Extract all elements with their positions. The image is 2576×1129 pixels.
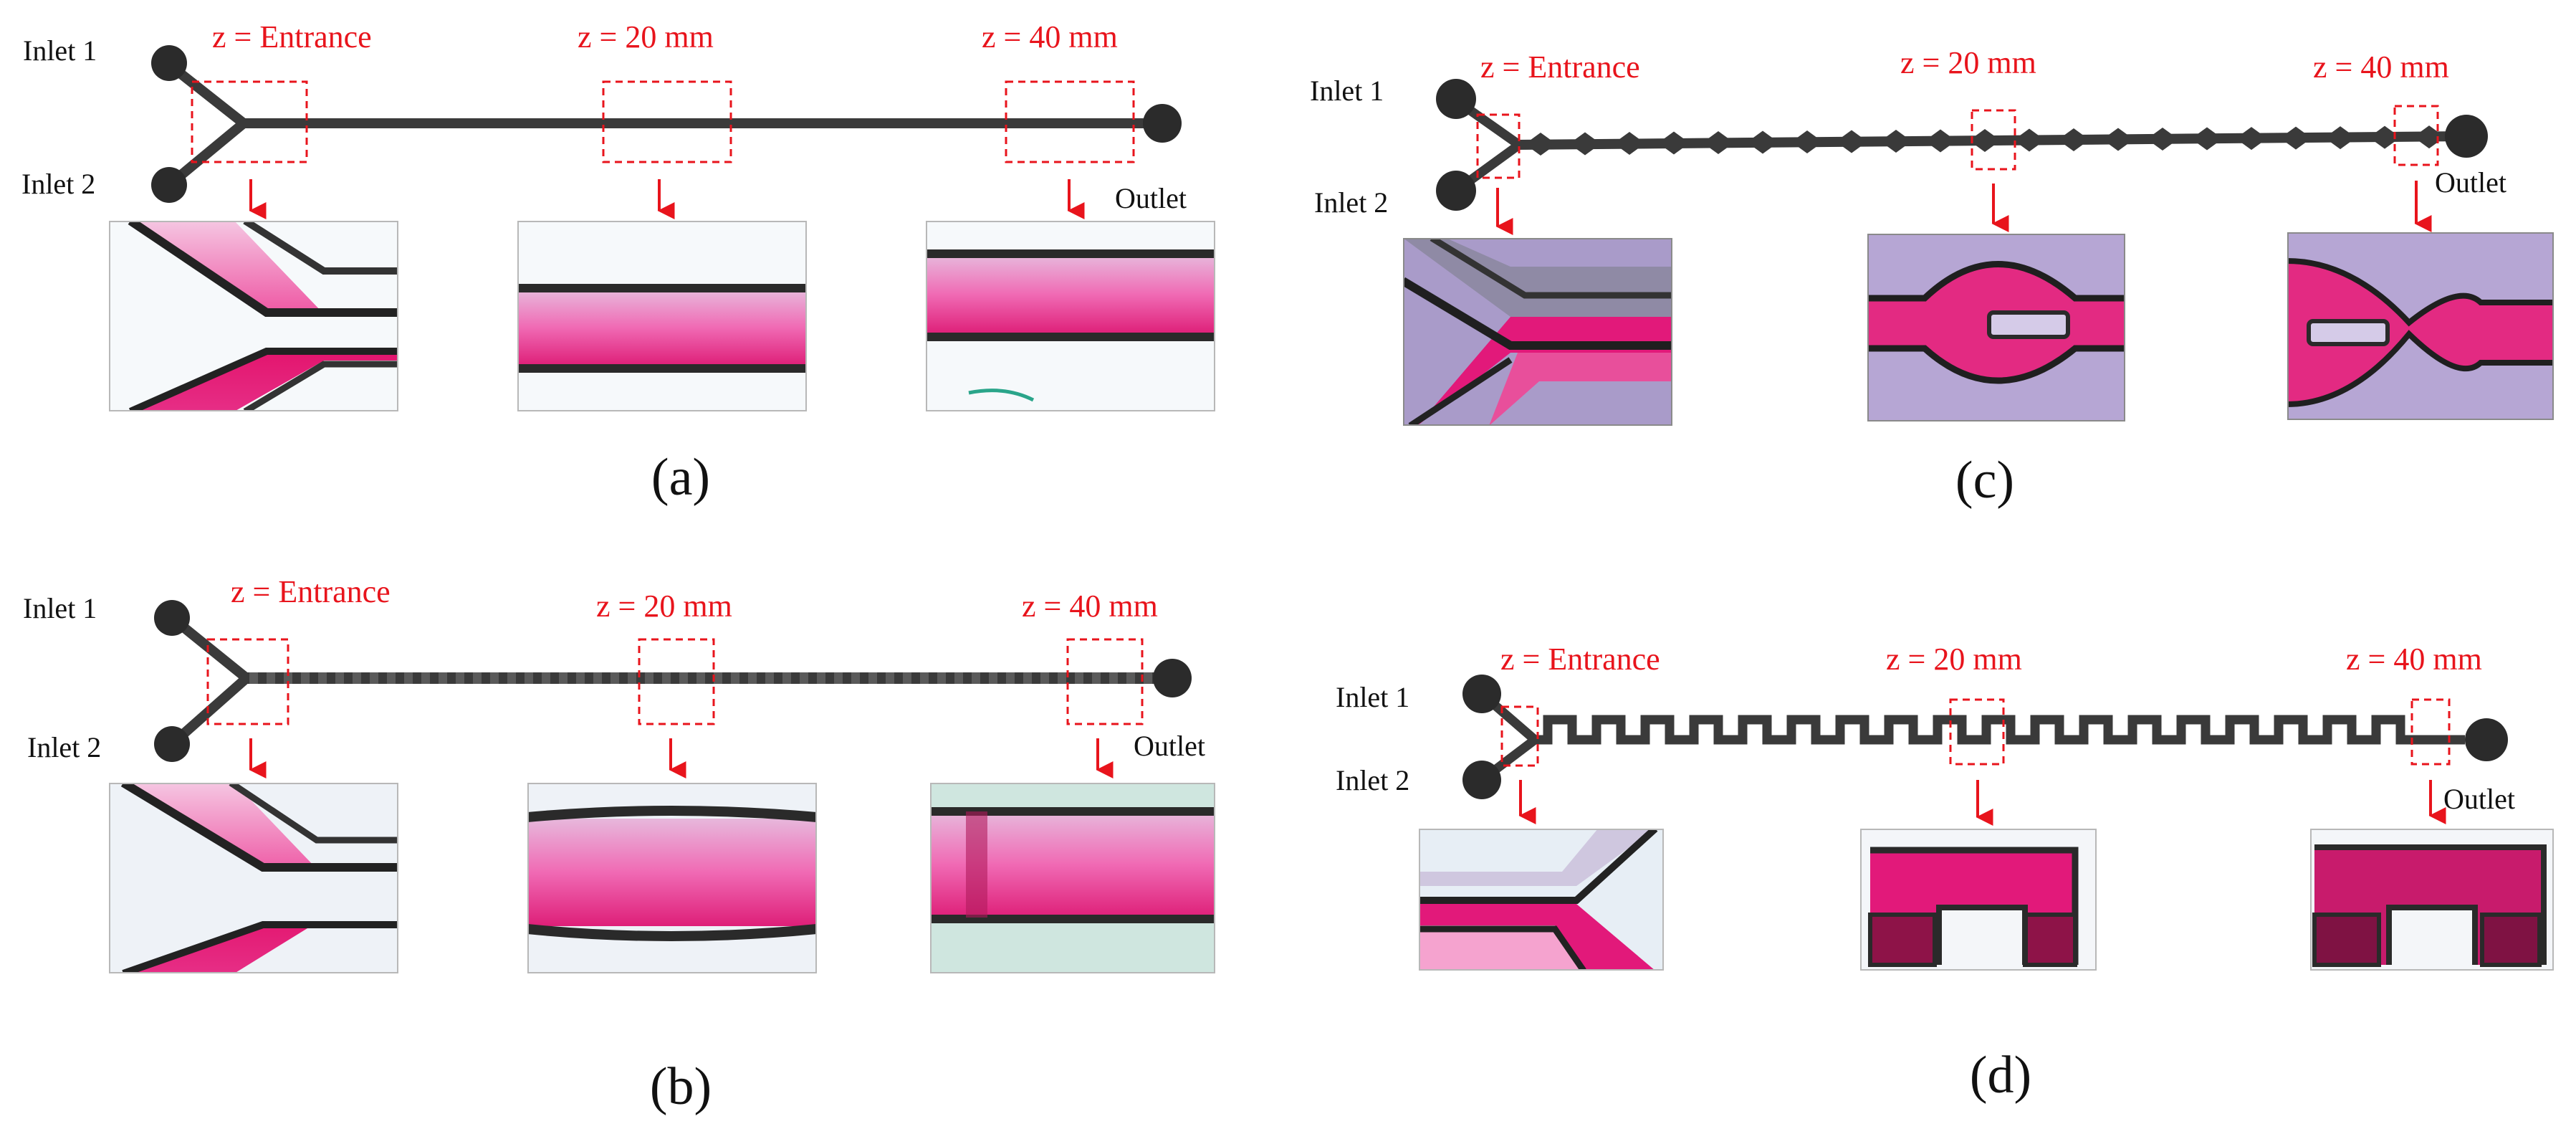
outlet-label: Outlet: [2443, 783, 2515, 815]
zoom-box-40mm: [2410, 698, 2451, 766]
panel-b: Inlet 1 Inlet 2 Outlet z = Entrance z = …: [23, 574, 1215, 1116]
diamond-chamber: [2280, 126, 2312, 150]
outlet-port: [1153, 659, 1192, 697]
z-40mm-label: z = 40 mm: [2346, 642, 2482, 677]
panel-c: Inlet 1 Inlet 2 Outlet z = Entrance z = …: [1310, 45, 2554, 510]
square-wave-channel: [1533, 715, 2465, 745]
inlet-1-label: Inlet 1: [23, 592, 97, 624]
inlet-2-port: [1436, 171, 1476, 211]
z-20mm-label: z = 20 mm: [596, 589, 732, 624]
diamond-chamber: [1880, 130, 1912, 153]
panel-d: Inlet 1 Inlet 2 Outlet z = Entrance z = …: [1336, 642, 2554, 1105]
channel-layout-c: [1436, 79, 2488, 211]
zoom-box-40mm: [1005, 80, 1135, 163]
z-20mm-label: z = 20 mm: [1886, 642, 2022, 677]
outlet-port: [2445, 115, 2488, 158]
outlet-label: Outlet: [1134, 730, 1205, 762]
diamond-chamber: [2191, 127, 2223, 151]
panel-caption-b: (b): [650, 1057, 712, 1116]
channel-layout-a: [151, 45, 1182, 203]
micrograph-40mm: [930, 783, 1215, 973]
inlet-1-port: [154, 600, 190, 636]
diamond-chamber: [2413, 125, 2445, 149]
diamond-chamber: [1658, 131, 1690, 155]
diamond-chamber: [2324, 126, 2356, 150]
micrograph-20mm: [1860, 829, 2097, 971]
z-entrance-label: z = Entrance: [212, 19, 372, 54]
z-entrance-label: z = Entrance: [1480, 49, 1640, 85]
inlet-2-label: Inlet 2: [1314, 186, 1388, 219]
inlet-1-port: [1436, 79, 1476, 119]
diamond-chamber: [1836, 130, 1867, 153]
inlet-2-label: Inlet 2: [1336, 764, 1409, 796]
inlet-2-label: Inlet 2: [27, 731, 101, 763]
inlet-2-port: [151, 167, 187, 203]
outlet-port: [2465, 718, 2508, 761]
diamond-chamber: [2014, 128, 2045, 152]
zoom-box-20mm: [1949, 698, 2005, 766]
micrograph-20mm: [517, 221, 807, 411]
z-40mm-label: z = 40 mm: [982, 19, 1118, 54]
diamond-chamber: [1791, 130, 1823, 154]
inlet-2-label: Inlet 2: [21, 168, 95, 200]
inlet-1-label: Inlet 1: [1310, 75, 1384, 107]
diamond-chamber: [1747, 130, 1778, 154]
zoom-box-entrance: [1500, 705, 1539, 767]
micrograph-entrance: [1403, 238, 1672, 426]
zoom-box-40mm: [2393, 105, 2439, 166]
diamond-chamber: [2058, 128, 2089, 152]
zoom-box-entrance: [206, 638, 289, 725]
z-40mm-label: z = 40 mm: [2313, 49, 2449, 85]
diamond-chamber: [2236, 127, 2267, 151]
z-40mm-label: z = 40 mm: [1022, 589, 1158, 624]
diamond-chamber: [2369, 125, 2400, 149]
diamond-chamber: [1925, 129, 1956, 153]
diamond-chamber: [1969, 129, 2001, 153]
diamond-chamber: [2102, 128, 2134, 151]
channel-layout-d: [1462, 675, 2508, 799]
inlet-1-port: [1462, 675, 1501, 713]
inlet-2-port: [154, 726, 190, 762]
panel-caption-a: (a): [651, 448, 710, 507]
micrograph-entrance: [109, 783, 398, 973]
panel-caption-c: (c): [1955, 451, 2014, 510]
micrograph-40mm: [2310, 829, 2554, 971]
z-entrance-label: z = Entrance: [231, 574, 391, 609]
zoom-box-20mm: [1971, 109, 2016, 171]
inlet-1-label: Inlet 1: [23, 34, 97, 67]
channel-layout-b: [154, 600, 1192, 762]
zoom-box-20mm: [602, 80, 732, 163]
inlet-1-port: [151, 45, 187, 81]
outlet-label: Outlet: [2435, 166, 2506, 199]
zoom-box-20mm: [638, 638, 715, 725]
micrograph-20mm: [1867, 234, 2125, 421]
z-entrance-label: z = Entrance: [1500, 642, 1660, 677]
micrograph-40mm: [926, 221, 1215, 411]
diamond-chamber: [1614, 132, 1645, 156]
panel-caption-d: (d): [1970, 1046, 2031, 1105]
diamond-chambers: [1525, 125, 2445, 156]
z-20mm-label: z = 20 mm: [1900, 45, 2036, 80]
micrograph-entrance: [109, 221, 398, 411]
micrograph-40mm: [2287, 232, 2554, 420]
panel-a: Inlet 1 Inlet 2 Outlet z = Entrance z = …: [21, 19, 1215, 507]
zoom-box-40mm: [1066, 638, 1144, 725]
outlet-label: Outlet: [1115, 182, 1187, 214]
zoom-box-entrance: [1476, 113, 1521, 179]
z-20mm-label: z = 20 mm: [578, 19, 714, 54]
diamond-chamber: [1525, 133, 1556, 156]
diamond-chamber: [2147, 128, 2178, 151]
inlet-2-port: [1462, 761, 1501, 799]
inlet-1-label: Inlet 1: [1336, 681, 1409, 713]
micrograph-20mm: [527, 783, 817, 973]
diamond-chamber: [1569, 132, 1601, 156]
diamond-chamber: [1703, 131, 1734, 155]
micrograph-entrance: [1419, 829, 1664, 971]
outlet-port: [1143, 104, 1182, 143]
